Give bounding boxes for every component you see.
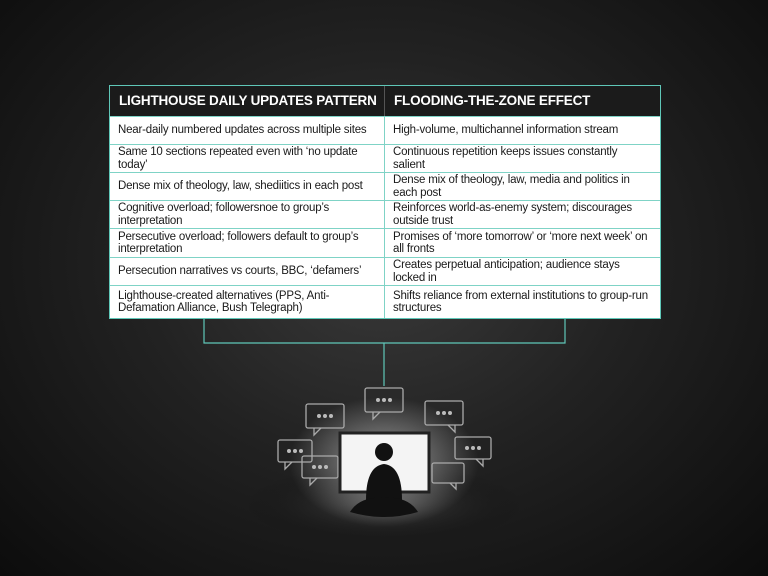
cell: High-volume, multichannel information st…	[393, 124, 619, 137]
chat-bubble-icon	[454, 436, 492, 468]
cell: Dense mix of theology, law, media and po…	[393, 174, 630, 199]
person-silhouette	[350, 443, 418, 517]
cell: Persecutive overload; followers default …	[110, 229, 385, 257]
cell: Creates perpetual anticipation; audience…	[393, 259, 620, 284]
cell: Promises of ‘more tomorrow’ or ‘more nex…	[393, 230, 648, 256]
cell: Continuous repetition keeps issues const…	[393, 146, 618, 171]
cell: Same 10 sections repeated even with ‘no …	[110, 145, 385, 172]
connector-lines	[203, 300, 566, 386]
cell: Lighthouse-created alternatives (PPS, An…	[110, 286, 385, 318]
cell: Persecution narratives vs courts, BBC, ‘…	[110, 258, 385, 285]
comparison-table: LIGHTHOUSE DAILY UPDATES PATTERN FLOODIN…	[109, 85, 661, 319]
table-header: LIGHTHOUSE DAILY UPDATES PATTERN FLOODIN…	[110, 86, 660, 116]
chat-bubble-icon	[364, 387, 404, 421]
header-lighthouse: LIGHTHOUSE DAILY UPDATES PATTERN	[110, 86, 385, 116]
table-row: Lighthouse-created alternatives (PPS, An…	[110, 285, 660, 318]
cell: Reinforces world-as-enemy system; discou…	[393, 202, 632, 227]
cell: Shifts reliance from external institutio…	[393, 289, 648, 315]
table-row: Dense mix of theology, law, shediitics i…	[110, 172, 660, 200]
bubble-dots	[287, 398, 481, 469]
chat-bubble-icon	[424, 400, 464, 434]
chat-bubble-icon	[301, 455, 339, 487]
table-row: Persecution narratives vs courts, BBC, ‘…	[110, 257, 660, 285]
table-row: Cognitive overload; followersnoe to grou…	[110, 200, 660, 228]
table-row: Near-daily numbered updates across multi…	[110, 116, 660, 144]
chat-bubble-icon	[431, 462, 465, 491]
chat-bubble-icon	[305, 403, 345, 437]
chat-bubble-icon	[277, 439, 313, 471]
chat-bubble-icons	[277, 387, 492, 491]
cell: Dense mix of theology, law, shediitics i…	[110, 173, 385, 200]
cell: Cognitive overload; followersnoe to grou…	[110, 201, 385, 228]
table-row: Persecutive overload; followers default …	[110, 228, 660, 257]
header-flooding: FLOODING-THE-ZONE EFFECT	[394, 93, 591, 108]
table-row: Same 10 sections repeated even with ‘no …	[110, 144, 660, 172]
cell: Near-daily numbered updates across multi…	[110, 117, 385, 144]
